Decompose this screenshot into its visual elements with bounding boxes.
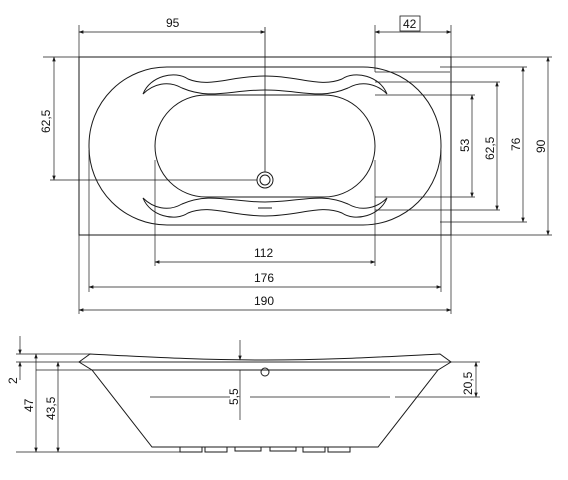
dim-53-label: 53 xyxy=(458,138,472,152)
foot-4 xyxy=(269,446,297,452)
rim-profile xyxy=(78,353,452,371)
dim-95-label: 95 xyxy=(166,16,180,30)
dim-190-label: 190 xyxy=(254,294,274,308)
overflow-hole xyxy=(260,367,270,377)
dim-42-label: 42 xyxy=(403,17,417,31)
dim-90-label: 90 xyxy=(534,139,548,153)
armrest-top xyxy=(142,74,388,95)
dim-112-label: 112 xyxy=(254,246,273,260)
tub-body-side xyxy=(91,369,439,448)
drain-outer xyxy=(256,171,274,189)
foot-6 xyxy=(327,446,351,453)
top-view: 95 42 62,5 53 62,5 76 90 xyxy=(39,15,552,314)
dim-62-5-right-label: 62,5 xyxy=(483,136,497,160)
dim-47-label: 47 xyxy=(22,398,36,412)
dim-62-5-left-label: 62,5 xyxy=(39,109,53,133)
dim-76-label: 76 xyxy=(509,137,523,151)
drain-inner xyxy=(259,174,271,186)
dim-2-label: 2 xyxy=(6,377,20,384)
dim-43-5-label: 43,5 xyxy=(44,396,58,420)
foot-3 xyxy=(234,446,262,452)
dim-5-5-label: 5,5 xyxy=(227,388,241,405)
armrest-bottom xyxy=(142,197,388,218)
side-view: 5,5 20,5 2 47 43,5 xyxy=(6,336,480,453)
dim-176-label: 176 xyxy=(254,271,274,285)
foot-2 xyxy=(204,446,228,453)
dim-42-box xyxy=(399,15,421,32)
dim-20-5-label: 20,5 xyxy=(461,371,475,395)
foot-1 xyxy=(179,446,203,453)
foot-5 xyxy=(302,446,326,453)
